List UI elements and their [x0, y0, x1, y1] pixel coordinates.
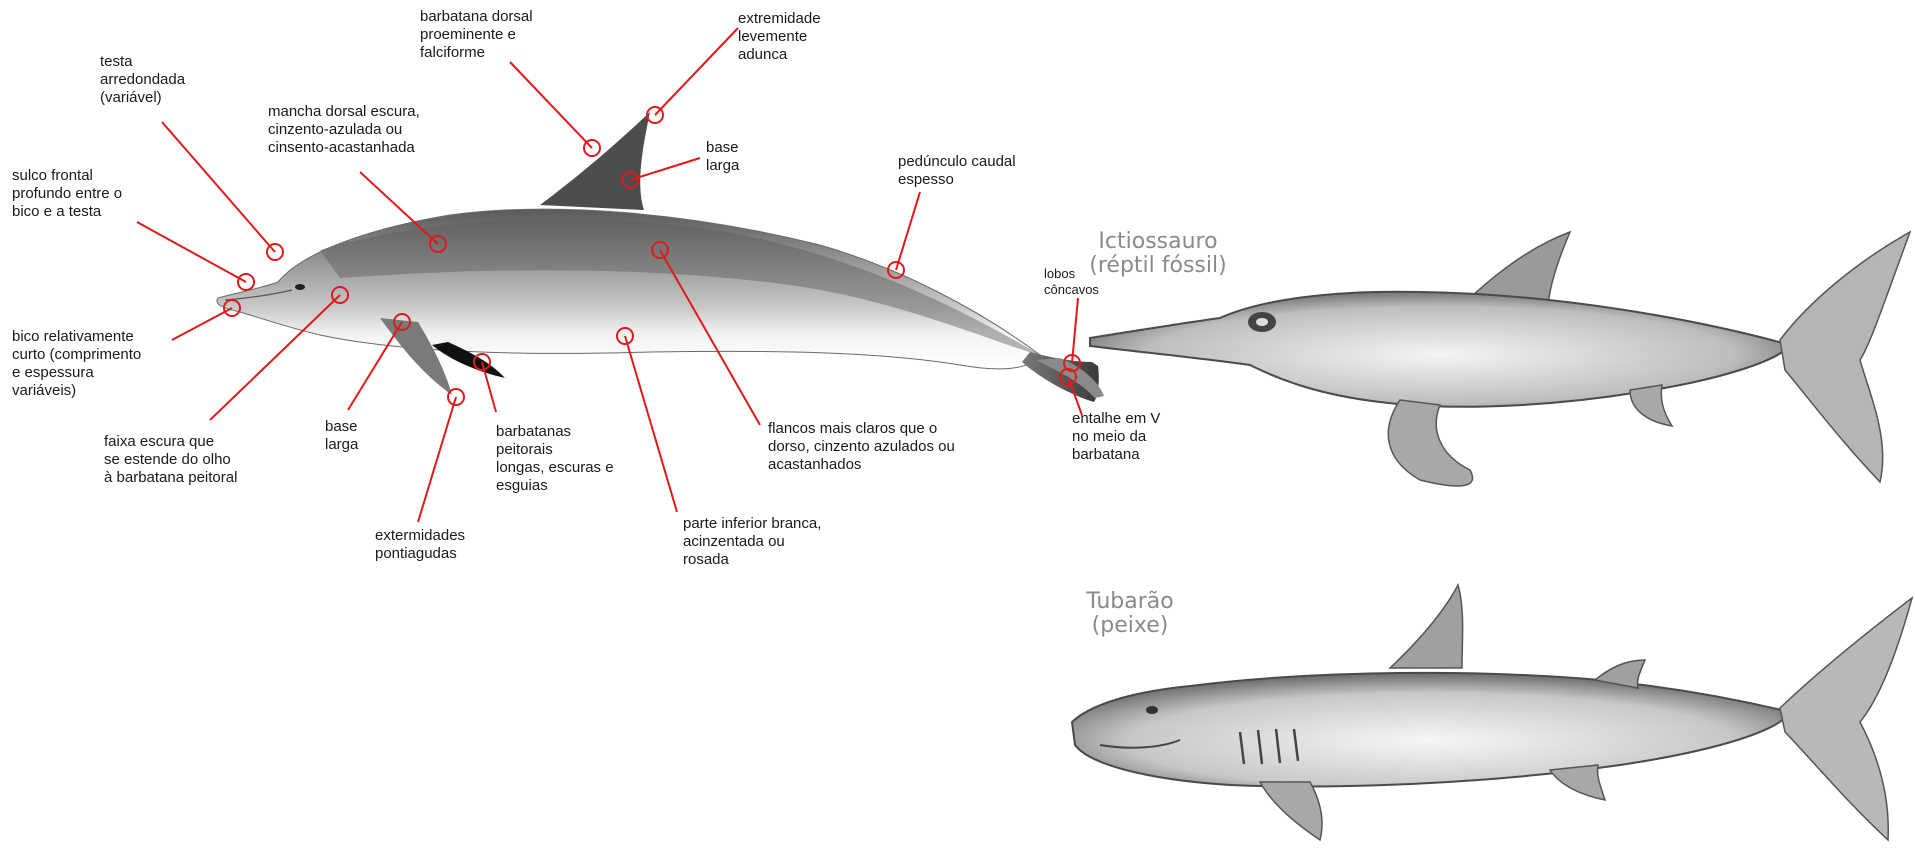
ichthyosaur-front-flipper	[1388, 400, 1472, 486]
shark-pectoral-fin	[1260, 782, 1322, 840]
label-fin-tip: extremidade levemente adunca	[738, 10, 821, 64]
shark-title: Tubarão (peixe)	[1060, 590, 1200, 638]
callout-line-frontal-groove	[137, 222, 246, 282]
callout-line-underside	[625, 336, 677, 512]
ichthyosaur-rear-flipper	[1630, 385, 1672, 426]
label-pectoral-fins: barbatanas peitorais longas, escuras e e…	[496, 423, 614, 495]
label-flanks: flancos mais claros que o dorso, cinzent…	[768, 420, 955, 474]
label-underside: parte inferior branca, acinzentada ou ro…	[683, 515, 821, 569]
callout-line-beak	[172, 308, 232, 340]
label-pectoral-base: base larga	[325, 418, 358, 454]
label-peduncle: pedúnculo caudal espesso	[898, 153, 1016, 189]
shark-dorsal-fin	[1390, 585, 1463, 668]
label-dorsal-fin: barbatana dorsal proeminente e falciform…	[420, 8, 533, 62]
callout-line-fin-tip	[655, 28, 738, 115]
label-pectoral-tips: extermidades pontiagudas	[375, 527, 465, 563]
callout-line-tail-lobes	[1072, 298, 1078, 363]
label-eye-stripe: faixa escura que se estende do olho à ba…	[104, 433, 237, 487]
label-dorsal-patch: mancha dorsal escura, cinzento-azulada o…	[268, 103, 420, 157]
label-dorsal-base: base larga	[706, 139, 739, 175]
ichthyosaur-body	[1090, 292, 1790, 407]
label-beak: bico relativamente curto (comprimento e …	[12, 328, 141, 400]
shark-pelvic-fin	[1550, 765, 1605, 800]
label-tail-notch: entalhe em V no meio da barbatana	[1072, 410, 1160, 464]
shark-body	[1072, 673, 1790, 787]
callout-line-peduncle	[896, 192, 920, 270]
ichthyosaur-title: Ictiossauro (réptil fóssil)	[1078, 230, 1238, 278]
ichthyosaur-tail	[1780, 232, 1910, 482]
callout-line-pectoral-tips	[418, 397, 456, 522]
callout-line-dorsal-fin	[510, 62, 592, 148]
dolphin-dorsal-fin	[540, 112, 650, 210]
shark-tail	[1780, 598, 1912, 840]
callout-line-forehead	[162, 122, 275, 252]
label-frontal-groove: sulco frontal profundo entre o bico e a …	[12, 167, 122, 221]
label-forehead: testa arredondada (variável)	[100, 53, 185, 107]
